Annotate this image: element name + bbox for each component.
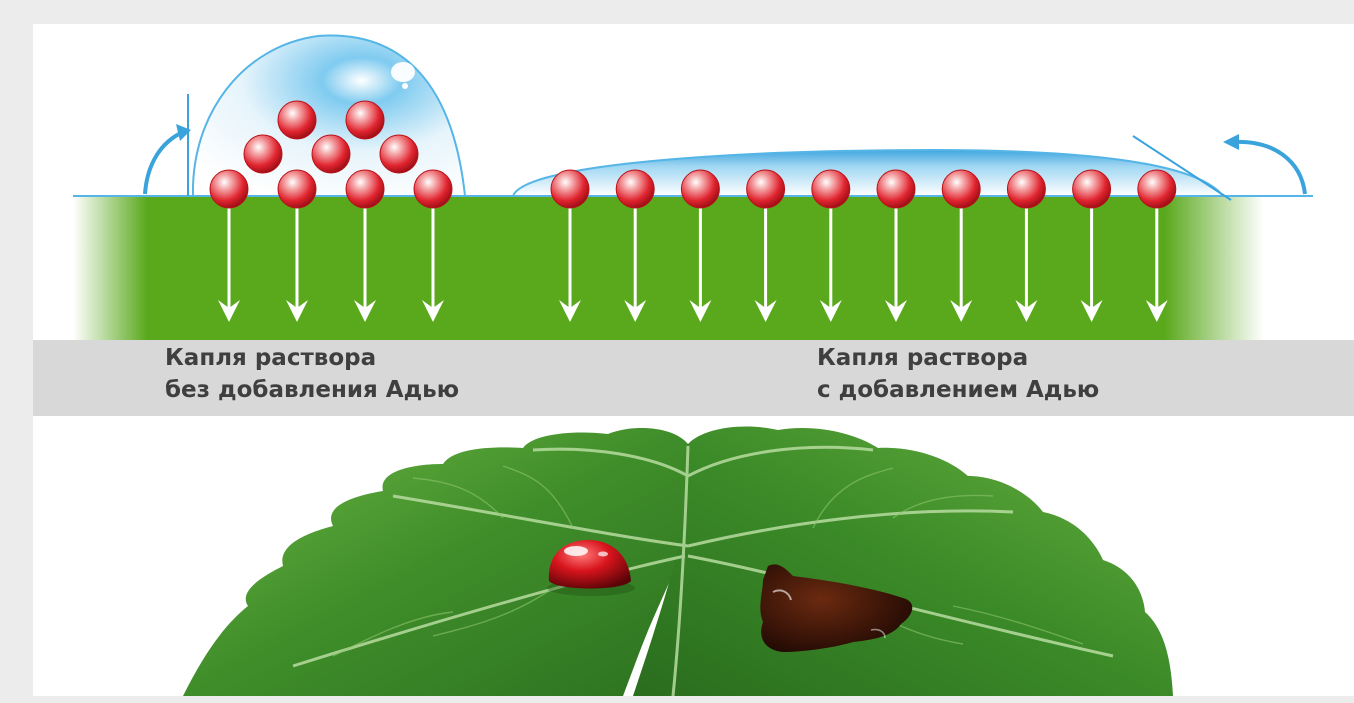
surface-molecule [210,170,248,208]
contact-angle-arc-left [145,132,183,194]
stacked-molecule [346,101,384,139]
surface-molecule [747,170,785,208]
surface-molecule [616,170,654,208]
contact-angle-arc-right [1233,142,1305,194]
surface-molecule [1073,170,1111,208]
droplet-highlight-small [402,83,408,89]
caption-left-line2: без добавления Адью [165,374,459,406]
caption-left-line1: Капля раствора [165,342,459,374]
surface-molecule [942,170,980,208]
surface-molecule [877,170,915,208]
caption-without-adyu: Капля раствора без добавления Адью [165,342,459,406]
droplet-highlight [391,62,415,82]
wetting-diagram [33,24,1354,340]
surface-molecule [812,170,850,208]
caption-with-adyu: Капля раствора с добавлением Адью [817,342,1099,406]
wetting-diagram-panel [33,24,1354,340]
surface-molecule [346,170,384,208]
surface-molecule [681,170,719,208]
surface-molecule [551,170,589,208]
surface-molecule [414,170,452,208]
surface-molecule [1007,170,1045,208]
caption-right-line2: с добавлением Адью [817,374,1099,406]
caption-right-line1: Капля раствора [817,342,1099,374]
leaf-surface-band [73,196,1313,340]
stacked-molecule [244,135,282,173]
stacked-molecule [312,135,350,173]
stacked-molecule [278,101,316,139]
surface-molecule [278,170,316,208]
contact-angle-arrow-right [1223,134,1239,150]
leaf-illustration [33,416,1354,696]
stacked-molecule [380,135,418,173]
surface-molecule [1138,170,1176,208]
leaf-photo-panel [33,416,1354,696]
